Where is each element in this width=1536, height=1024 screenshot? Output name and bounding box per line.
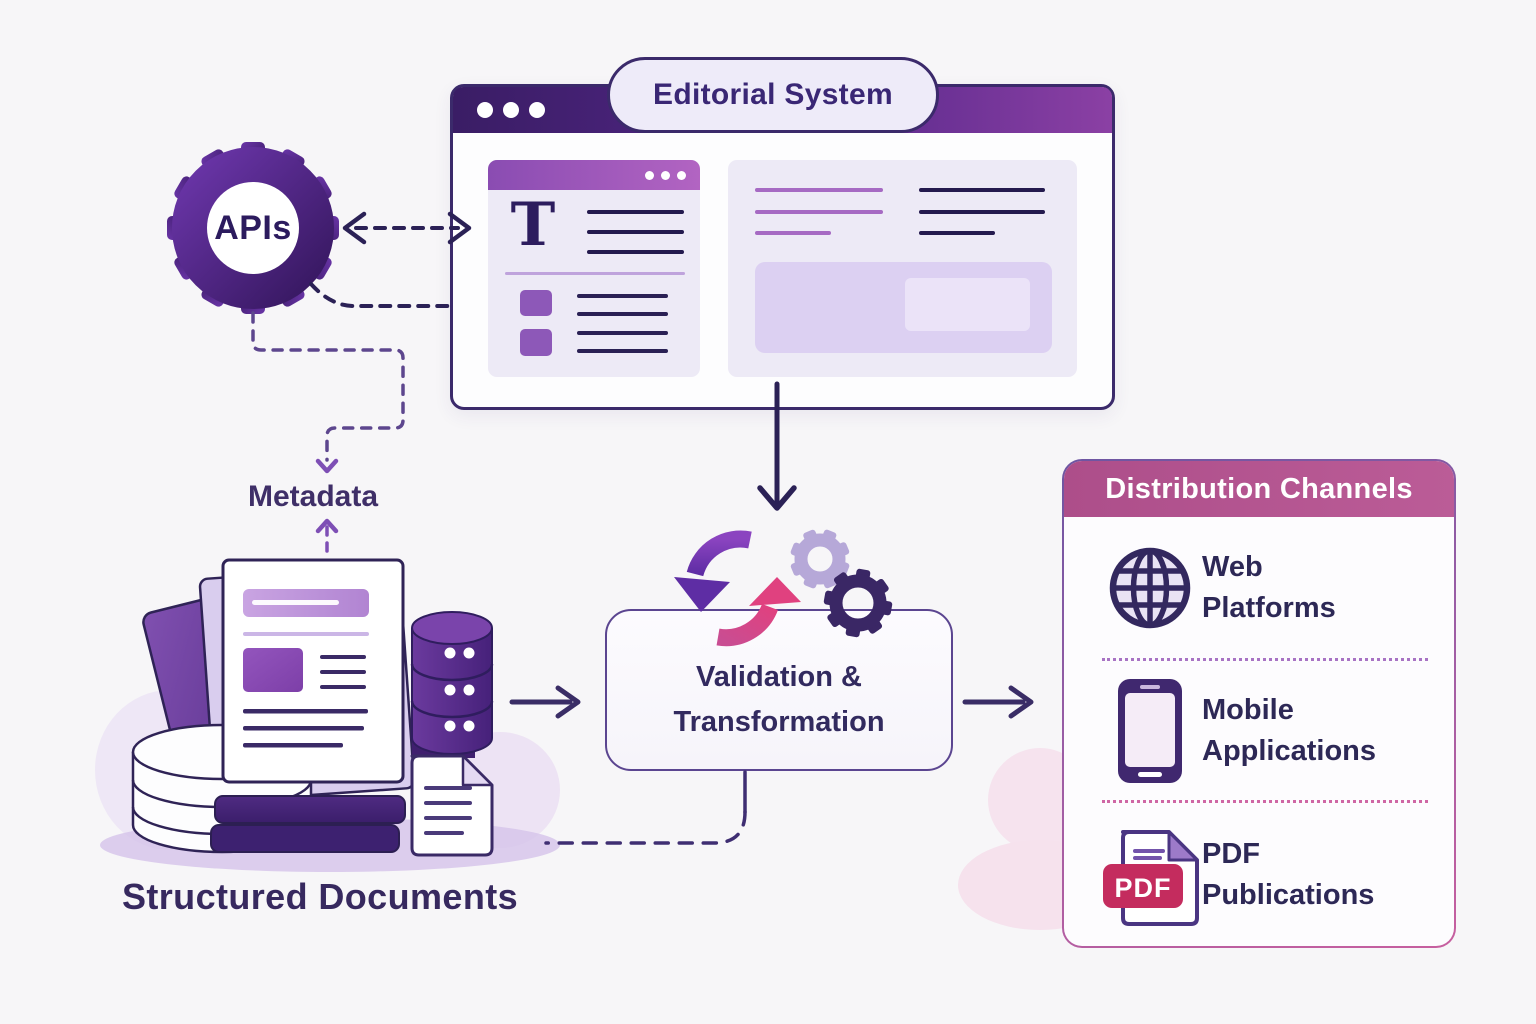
apis-label: APIs bbox=[214, 209, 292, 247]
text-line bbox=[587, 230, 684, 234]
channel-row-mobile: Mobile Applications bbox=[1064, 661, 1454, 800]
validation-transformation-box: Validation & Transformation bbox=[605, 609, 953, 771]
smartphone-icon bbox=[1098, 678, 1202, 783]
small-gear-dark-icon bbox=[823, 568, 893, 638]
text-line bbox=[755, 188, 883, 192]
database-icon bbox=[410, 611, 494, 758]
channel-label-web: Web Platforms bbox=[1202, 550, 1336, 624]
text-line bbox=[755, 210, 883, 214]
channel-row-web: Web Platforms bbox=[1064, 517, 1454, 658]
separator bbox=[1102, 658, 1428, 661]
sync-gears-icon bbox=[674, 529, 893, 647]
window-dot bbox=[529, 102, 545, 118]
pdf-file-icon: PDF bbox=[1098, 823, 1202, 927]
image-placeholder bbox=[520, 329, 552, 356]
paper-icon bbox=[410, 754, 494, 857]
text-line bbox=[587, 210, 684, 214]
editorial-system-title: Editorial System bbox=[653, 78, 893, 111]
text-line bbox=[577, 331, 668, 335]
globe-icon bbox=[1098, 544, 1202, 632]
channel-label-pdf: PDF Publications bbox=[1202, 837, 1375, 911]
text-tool-glyph: T bbox=[510, 190, 556, 260]
text-line bbox=[755, 231, 831, 235]
structured-documents-label: Structured Documents bbox=[121, 876, 519, 917]
books-icon bbox=[210, 795, 406, 853]
separator bbox=[1102, 800, 1428, 803]
distribution-channels-panel: Distribution Channels bbox=[1062, 459, 1456, 948]
image-placeholder bbox=[520, 290, 552, 316]
window-dot bbox=[503, 102, 519, 118]
text-line bbox=[577, 349, 668, 353]
text-line bbox=[919, 210, 1045, 214]
metadata-label: Metadata bbox=[247, 480, 379, 513]
pdf-badge-text: PDF bbox=[1115, 873, 1172, 903]
editorial-system-label: Editorial System bbox=[607, 57, 939, 133]
text-line bbox=[919, 231, 995, 235]
panel-dot bbox=[645, 171, 654, 180]
window-dot bbox=[477, 102, 493, 118]
validation-title-line2: Transformation bbox=[673, 706, 885, 738]
panel-dot bbox=[661, 171, 670, 180]
text-line bbox=[587, 250, 684, 254]
gear-center bbox=[207, 182, 299, 274]
panel-dot bbox=[677, 171, 686, 180]
preview-panel bbox=[728, 160, 1077, 377]
text-line bbox=[577, 312, 668, 316]
text-line bbox=[577, 294, 668, 298]
channel-label-mobile: Mobile Applications bbox=[1202, 693, 1377, 767]
content-block-inner bbox=[905, 278, 1030, 331]
front-document bbox=[221, 558, 405, 784]
sync-arrows-icon bbox=[674, 530, 801, 647]
text-line bbox=[919, 188, 1045, 192]
divider bbox=[505, 272, 685, 275]
channel-row-pdf: PDF PDF Publications bbox=[1064, 803, 1454, 946]
gear-ring bbox=[172, 147, 334, 309]
validation-title-line1: Validation & bbox=[696, 661, 862, 693]
distribution-channels-header: Distribution Channels bbox=[1064, 461, 1454, 517]
distribution-channels-body: Distribution Channels bbox=[1064, 461, 1454, 946]
apis-gear-icon bbox=[167, 142, 339, 314]
validation-title: Validation & Transformation bbox=[607, 655, 951, 745]
editor-panel-header bbox=[488, 160, 700, 190]
editor-panel: T bbox=[488, 160, 700, 377]
structured-documents-illustration bbox=[95, 558, 560, 872]
small-gear-light-icon bbox=[790, 529, 850, 589]
